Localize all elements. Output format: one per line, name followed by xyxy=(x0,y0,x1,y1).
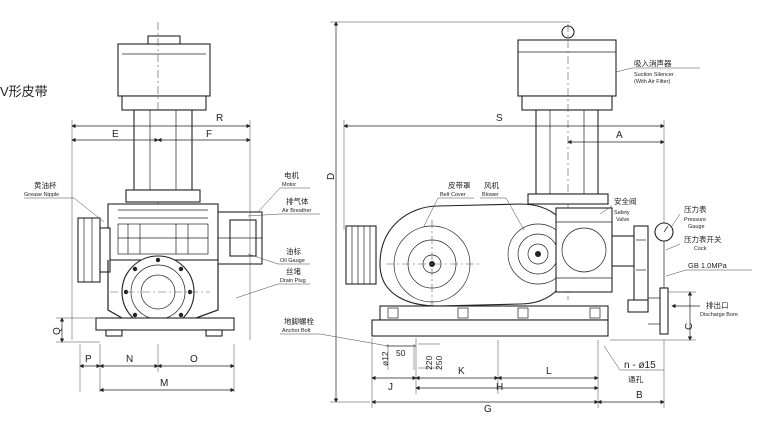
dim-P: P xyxy=(85,354,92,365)
belt-cover xyxy=(379,203,573,307)
anchor-250: 250 xyxy=(434,356,444,370)
dim-L: L xyxy=(546,366,552,377)
anchor-50: 50 xyxy=(396,348,406,358)
callout-discharge-cn: 排出口 xyxy=(706,300,729,310)
dim-Q: Q xyxy=(52,327,63,335)
callout-safety-valve-en2: Valve xyxy=(616,217,629,223)
callout-cock-en: Cock xyxy=(694,246,707,252)
callout-drain-plug-en: Drain Plug xyxy=(280,278,306,284)
dim-S: S xyxy=(496,113,503,124)
anchor-220: 220 xyxy=(424,356,434,370)
callout-motor-en: Motor xyxy=(282,182,296,188)
motor-body xyxy=(345,225,377,285)
dim-R: R xyxy=(216,113,223,124)
anchor-dia: ø12 xyxy=(380,351,390,366)
dim-B: B xyxy=(636,390,643,401)
callout-safety-valve-en1: Safety xyxy=(614,210,630,216)
callout-anchor-bolt-cn: 地脚螺栓 xyxy=(284,316,314,326)
callout-pressure-gauge-cn: 压力表 xyxy=(684,204,707,214)
callout-belt-cover-cn: 皮带罩 xyxy=(448,180,471,190)
suction-silencer xyxy=(517,39,617,97)
dim-O: O xyxy=(190,354,198,365)
hole-note-cn: 通孔 xyxy=(628,374,643,384)
callout-drain-plug-cn: 丝堵 xyxy=(286,266,301,276)
hole-note: n - ø15 xyxy=(624,360,656,371)
callout-silencer-en2: (With Air Filter) xyxy=(634,79,671,85)
callout-blower-en: Blower xyxy=(482,192,499,198)
callout-oil-gauge-cn: 油标 xyxy=(286,246,301,256)
silencer-body-left xyxy=(117,43,211,97)
callout-pressure-gauge-en1: Pressure xyxy=(684,217,706,223)
base-left xyxy=(95,317,235,331)
dim-F: F xyxy=(206,129,212,140)
callout-silencer-en1: Suction Silencer xyxy=(634,72,674,78)
dim-H: H xyxy=(496,382,503,393)
dim-J: J xyxy=(388,382,393,393)
callout-blower-cn: 风机 xyxy=(484,180,499,190)
callout-air-breather-cn: 排气体 xyxy=(286,196,309,206)
dim-D: D xyxy=(326,173,337,180)
callout-pressure-gauge-en2: Gauge xyxy=(688,224,705,230)
dim-K: K xyxy=(458,366,465,377)
callout-cock-cn: 压力表开关 xyxy=(684,234,722,244)
side-view: D S A xyxy=(326,21,752,415)
dim-N: N xyxy=(126,354,133,365)
callout-oil-gauge-en: Oil Gauge xyxy=(280,258,305,264)
callout-anchor-bolt-en: Anchor Bolt xyxy=(282,328,311,334)
callout-grease-nipple-en: Grease Nipple xyxy=(24,192,59,198)
dim-A: A xyxy=(616,130,623,141)
callout-air-breather-en: Air Breather xyxy=(282,208,312,214)
base-frame xyxy=(379,305,609,321)
discharge-flange xyxy=(659,287,669,335)
callout-gb: GB 1.0MPa xyxy=(688,261,728,270)
callout-grease-nipple-cn: 黄油杯 xyxy=(34,180,57,190)
callout-silencer-cn: 吸入消声器 xyxy=(634,58,672,68)
end-view: R E F Q P N O M 黄油杯 Grease Nipple 电机 Mot… xyxy=(24,22,389,393)
callout-motor-cn: 电机 xyxy=(284,170,299,180)
header-text: V形皮带 xyxy=(0,84,48,99)
dim-E: E xyxy=(112,129,119,140)
callout-discharge-en: Discharge Bore xyxy=(700,312,738,318)
dim-M: M xyxy=(160,378,168,389)
dim-G: G xyxy=(484,404,492,415)
blower-casing-left xyxy=(107,203,219,261)
blower-body xyxy=(555,207,613,293)
callout-belt-cover-en: Belt Cover xyxy=(440,192,466,198)
dim-C: C xyxy=(684,323,695,330)
callout-safety-valve-cn: 安全阀 xyxy=(614,196,637,206)
